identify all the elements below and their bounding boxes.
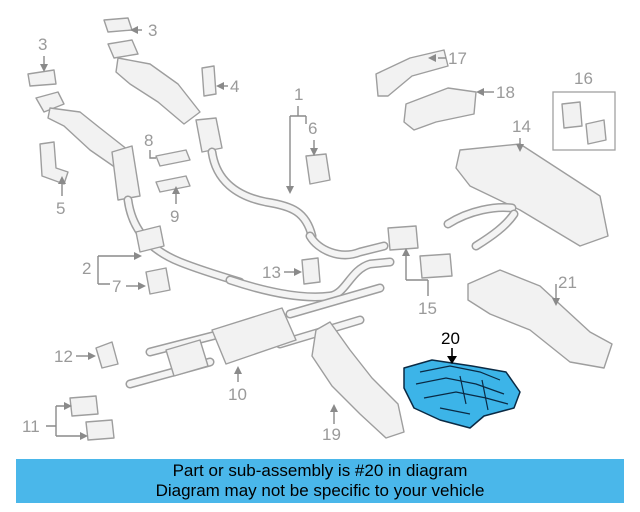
hangers-16-box xyxy=(552,91,616,151)
hanger-12 xyxy=(95,341,119,369)
callout-15: 15 xyxy=(418,299,437,318)
callout-7: 7 xyxy=(112,277,121,296)
callout-6: 6 xyxy=(308,119,317,138)
bracket-6 xyxy=(305,153,331,185)
callout-12: 12 xyxy=(54,347,73,366)
bracket-3-left xyxy=(27,69,57,87)
callout-3-left: 3 xyxy=(38,35,47,54)
hanger-16a xyxy=(561,101,583,129)
callout-5: 5 xyxy=(56,199,65,218)
clamps-15 xyxy=(387,225,453,279)
callout-10: 10 xyxy=(228,385,247,404)
tailpipe-18 xyxy=(403,87,477,131)
callout-4: 4 xyxy=(230,77,239,96)
callout-1: 1 xyxy=(294,85,303,104)
banner-line-1: Part or sub-assembly is #20 in diagram xyxy=(172,461,468,480)
callout-13: 13 xyxy=(262,263,281,282)
resonator-10 xyxy=(211,307,297,365)
banner-line-2: Diagram may not be specific to your vehi… xyxy=(155,481,485,500)
left-catalytic-converter xyxy=(35,91,141,201)
callout-18: 18 xyxy=(496,83,515,102)
callout-11: 11 xyxy=(22,417,40,436)
muffler-14 xyxy=(455,143,609,247)
callout-20: 20 xyxy=(441,329,460,348)
callout-9: 9 xyxy=(170,207,179,226)
heat-shield-19 xyxy=(311,321,405,439)
tailpipe-17 xyxy=(375,49,449,97)
exhaust-system-diagram: 20 3 3 4 5 1 6 8 9 2 7 13 12 10 11 17 18… xyxy=(22,17,616,444)
callout-14: 14 xyxy=(512,117,531,136)
callout-16: 16 xyxy=(574,69,593,88)
hanger-16b xyxy=(585,119,607,145)
callout-3-top: 3 xyxy=(148,21,157,40)
bracket-3-top xyxy=(103,17,133,33)
bracket-4 xyxy=(201,65,217,97)
info-banner: Part or sub-assembly is #20 in diagram D… xyxy=(16,459,624,503)
clamp-8 xyxy=(155,149,191,167)
callout-8: 8 xyxy=(144,131,153,150)
callout-19: 19 xyxy=(322,425,341,444)
highlighted-heat-shield-20[interactable] xyxy=(403,359,521,429)
callout-2: 2 xyxy=(82,259,91,278)
callout-17: 17 xyxy=(448,49,467,68)
hanger-13 xyxy=(301,257,321,285)
callout-21: 21 xyxy=(558,273,577,292)
bracket-5 xyxy=(39,141,69,185)
right-catalytic-converter xyxy=(107,39,223,153)
bracket-2 xyxy=(135,225,165,253)
hanger-7 xyxy=(145,267,171,295)
clamps-11 xyxy=(69,395,115,441)
flange-10 xyxy=(165,339,209,377)
clamp-9 xyxy=(155,175,191,193)
heat-shield-21 xyxy=(467,269,613,369)
